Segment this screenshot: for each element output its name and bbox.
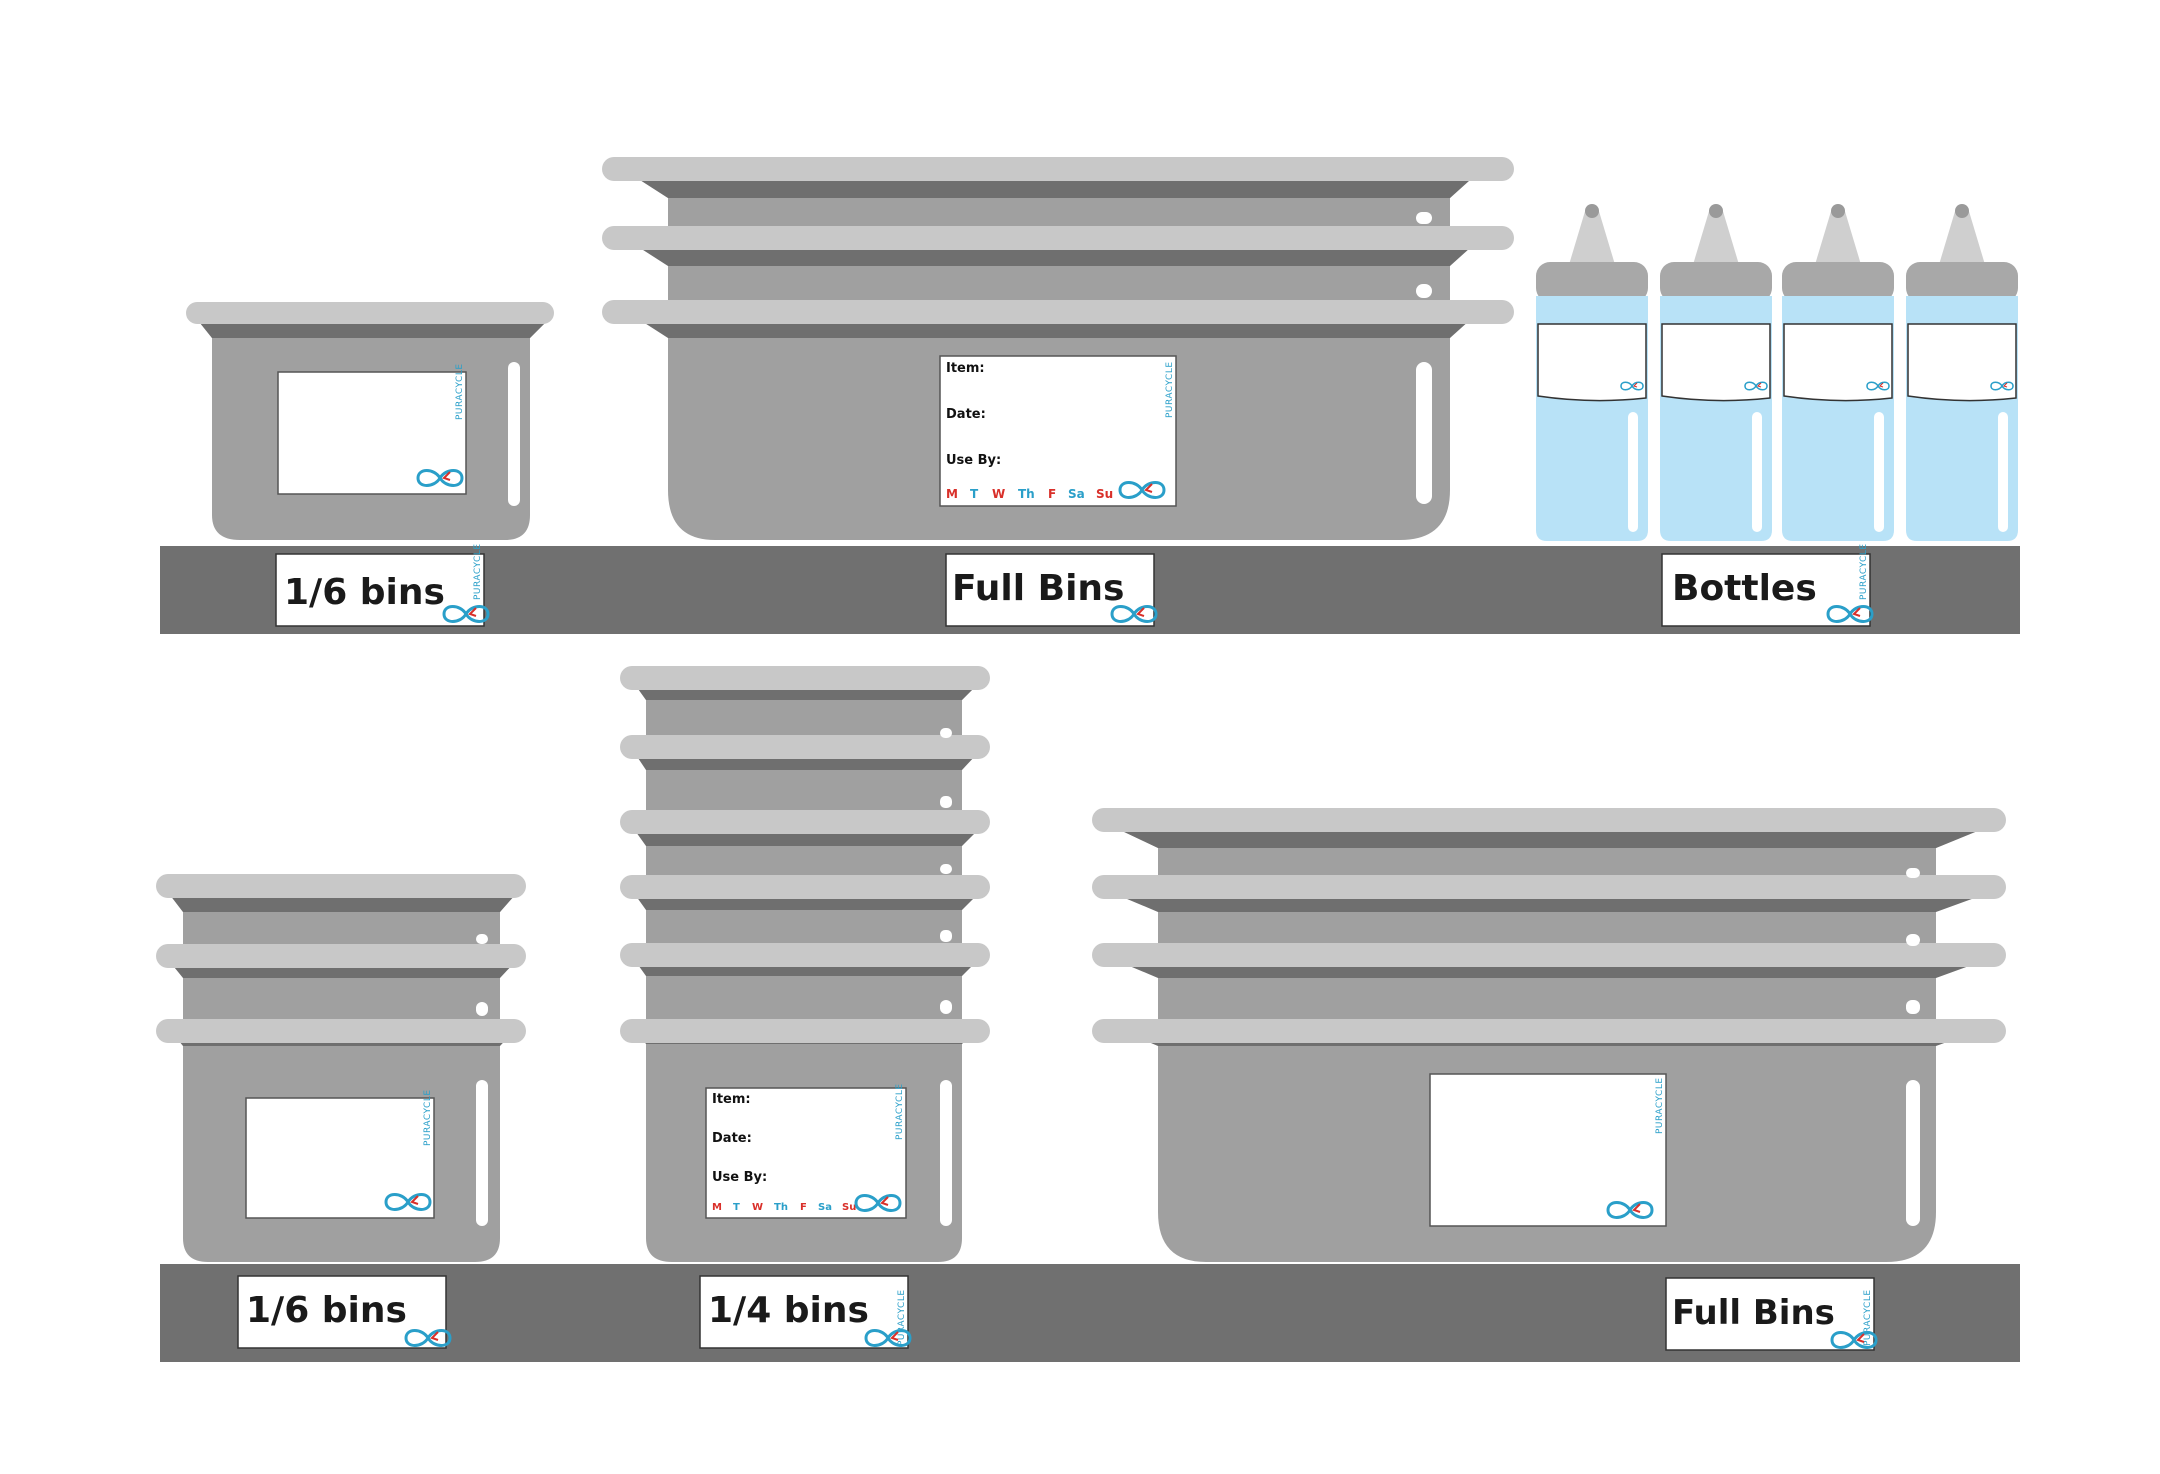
brand-mark: PURACYCLE — [473, 543, 483, 600]
bottle-highlight — [1874, 412, 1884, 532]
date-field-label: Date: — [712, 1131, 752, 1146]
brand-mark: PURACYCLE — [897, 1289, 907, 1346]
shelf-tag-sixth-bottom: 1/6 bins — [237, 1275, 452, 1349]
shelf-tag-bottles: Bottles PURACYCLE — [1661, 543, 1874, 627]
tag-text: 1/6 bins — [246, 1290, 407, 1331]
sixth-bins-stack-bottom: PURACYCLE — [156, 874, 526, 1262]
day-marker: Su — [842, 1202, 856, 1213]
brand-mark: PURACYCLE — [1859, 543, 1869, 600]
bottle — [1906, 204, 2018, 541]
bottle-nozzle-tip — [1709, 204, 1723, 218]
day-marker: T — [733, 1202, 740, 1213]
brand-mark: PURACYCLE — [1165, 361, 1175, 418]
bottle — [1782, 204, 1894, 541]
bottle-cap — [1536, 262, 1648, 302]
shelf-tag-sixth-top: 1/6 bins PURACYCLE — [275, 543, 490, 627]
use-by-field-label: Use By: — [712, 1170, 767, 1185]
full-bins-stack-bottom: PURACYCLE — [1092, 808, 2006, 1262]
brand-mark: PURACYCLE — [455, 363, 465, 420]
tag-text: 1/4 bins — [708, 1290, 869, 1331]
brand-mark: PURACYCLE — [1655, 1077, 1665, 1134]
shelf-tag-quarter: 1/4 bins PURACYCLE — [699, 1275, 912, 1349]
bin-label-blank: PURACYCLE — [245, 1089, 435, 1219]
bottle-label — [1661, 323, 1771, 402]
day-marker: Th — [774, 1202, 788, 1213]
item-field-label: Item: — [946, 361, 985, 376]
bottle — [1660, 204, 1772, 541]
day-marker: F — [800, 1202, 807, 1213]
item-field-label: Item: — [712, 1092, 751, 1107]
day-marker: T — [970, 487, 979, 501]
brand-mark: PURACYCLE — [1863, 1289, 1873, 1346]
shelf-tag-full-bottom: Full Bins PURACYCLE — [1665, 1277, 1878, 1351]
bottle-nozzle — [1814, 208, 1862, 268]
day-marker: M — [712, 1202, 722, 1213]
bottle-nozzle-tip — [1585, 204, 1599, 218]
bottle-nozzle — [1692, 208, 1740, 268]
brand-mark: PURACYCLE — [895, 1083, 905, 1140]
day-marker: Sa — [818, 1202, 832, 1213]
bottle-cap — [1906, 262, 2018, 302]
shelf-tag-full-top: Full Bins — [945, 553, 1158, 627]
day-marker: F — [1048, 487, 1056, 501]
bottom-shelf: PURACYCLE I — [156, 666, 2020, 1362]
tag-text: Bottles — [1672, 568, 1817, 609]
day-marker: Sa — [1068, 487, 1085, 501]
bin-label-blank: PURACYCLE — [1429, 1073, 1667, 1227]
brand-mark: PURACYCLE — [423, 1089, 433, 1146]
sixth-bin-top: PURACYCLE — [186, 302, 554, 540]
bottle-highlight — [1628, 412, 1638, 532]
tag-text: 1/6 bins — [284, 572, 445, 613]
bottle-cap — [1660, 262, 1772, 302]
bottle-nozzle-tip — [1831, 204, 1845, 218]
use-by-field-label: Use By: — [946, 453, 1001, 468]
bin-label-blank: PURACYCLE — [277, 363, 467, 495]
bottle-highlight — [1752, 412, 1762, 532]
tag-text: Full Bins — [952, 568, 1124, 609]
bottle-nozzle-tip — [1955, 204, 1969, 218]
day-marker: Su — [1096, 487, 1113, 501]
bottle-nozzle — [1938, 208, 1986, 268]
bottle-cap — [1782, 262, 1894, 302]
day-marker: W — [992, 487, 1005, 501]
bottle-label — [1907, 323, 2017, 402]
bottle-highlight — [1998, 412, 2008, 532]
bottle-nozzle — [1568, 208, 1616, 268]
bottle-label — [1537, 323, 1647, 402]
bottles-group — [1536, 204, 2018, 541]
bottle-label — [1783, 323, 1893, 402]
day-marker: M — [946, 487, 958, 501]
day-marker: Th — [1018, 487, 1035, 501]
bottle — [1536, 204, 1648, 541]
date-field-label: Date: — [946, 407, 986, 422]
day-marker: W — [752, 1202, 763, 1213]
tag-text: Full Bins — [1672, 1293, 1835, 1333]
